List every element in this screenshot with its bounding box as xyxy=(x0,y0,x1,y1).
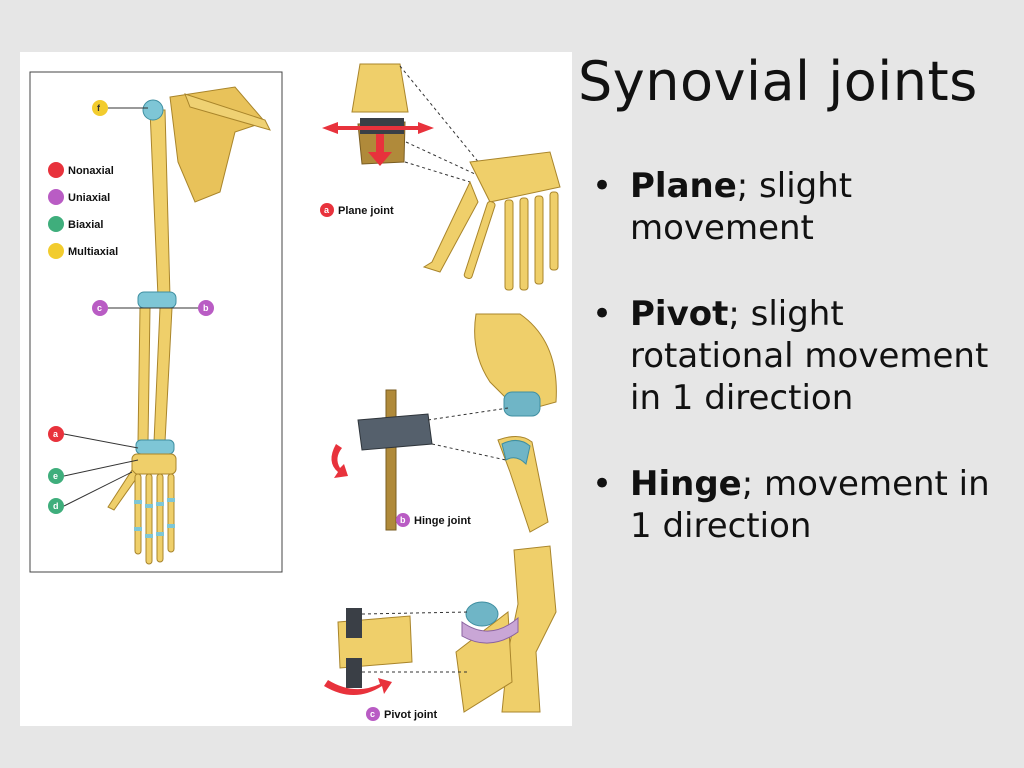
pivot-joint-panel: c Pivot joint xyxy=(324,545,557,721)
joint-illustration: Nonaxial Uniaxial Biaxial Multiaxial f c… xyxy=(29,63,561,721)
svg-text:b: b xyxy=(203,303,209,313)
bullet-pivot: • Pivot; slight rotational movement in 1 … xyxy=(592,293,1012,419)
legend-biaxial-label: Biaxial xyxy=(68,219,103,231)
radial-head xyxy=(465,601,499,627)
bullet-dot-icon: • xyxy=(592,294,613,334)
plane-joint-panel: a Plane joint xyxy=(320,63,561,291)
ulna-proximal xyxy=(497,436,549,533)
bullet-text: ; slight rotational movement in 1 direct… xyxy=(630,294,989,418)
plane-top-block xyxy=(351,63,409,113)
bullet-term: Hinge xyxy=(630,464,742,504)
bullet-term: Plane xyxy=(630,166,737,206)
svg-text:a: a xyxy=(324,205,330,215)
pivot-rotate-arrow xyxy=(324,678,392,695)
arm-markers xyxy=(63,107,200,507)
shoulder-joint xyxy=(142,99,164,121)
hand-bones xyxy=(107,453,177,565)
bullet-hinge: • Hinge; movement in 1 direction xyxy=(592,463,1012,547)
elbow-joint xyxy=(137,291,177,309)
clavicle xyxy=(184,93,271,131)
hinge-joint-panel: b Hinge joint xyxy=(331,313,557,533)
svg-text:c: c xyxy=(370,709,375,719)
svg-text:e: e xyxy=(53,471,58,481)
radius xyxy=(137,307,151,443)
humerus-distal xyxy=(474,313,557,413)
ulna-bone xyxy=(501,545,557,713)
pivot-model-peg-top xyxy=(346,608,362,638)
legend-multiaxial-dot xyxy=(48,243,64,259)
bullet-dot-icon: • xyxy=(592,464,613,504)
bullet-text: ; movement in 1 direction xyxy=(630,464,990,546)
svg-text:f: f xyxy=(97,103,101,113)
svg-text:d: d xyxy=(53,501,59,511)
legend-nonaxial-label: Nonaxial xyxy=(68,165,114,177)
plane-joint-caption: Plane joint xyxy=(338,205,394,217)
hinge-trochlea xyxy=(503,391,541,417)
bullet-term: Pivot xyxy=(630,294,729,334)
wrist-joint xyxy=(135,439,175,455)
plane-down-arrow xyxy=(368,134,392,166)
marker-b: b xyxy=(198,300,214,316)
legend-multiaxial-label: Multiaxial xyxy=(68,246,118,258)
pivot-joint-caption: Pivot joint xyxy=(384,709,438,721)
legend-uniaxial-label: Uniaxial xyxy=(68,192,110,204)
svg-text:c: c xyxy=(97,303,102,313)
legend-nonaxial-dot xyxy=(48,162,64,178)
axis-legend: Nonaxial Uniaxial Biaxial Multiaxial xyxy=(48,162,118,259)
hinge-rotate-arrow xyxy=(331,444,348,478)
svg-text:a: a xyxy=(53,429,59,439)
marker-a: a xyxy=(48,426,64,442)
plane-hand-bones xyxy=(422,151,561,291)
slide-title: Synovial joints xyxy=(578,50,978,113)
bullet-dot-icon: • xyxy=(592,166,613,206)
joint-figure: Nonaxial Uniaxial Biaxial Multiaxial f c… xyxy=(20,52,572,726)
hinge-model-post xyxy=(385,389,397,531)
bullet-text: ; slight movement xyxy=(630,166,853,248)
arm-skeleton xyxy=(107,86,271,565)
annular-ligament xyxy=(461,616,519,644)
marker-e: e xyxy=(48,468,64,484)
plane-glide-arrow xyxy=(322,122,434,134)
pivot-letter-badge: c xyxy=(366,707,380,721)
hinge-joint-caption: Hinge joint xyxy=(414,515,471,527)
legend-biaxial-dot xyxy=(48,216,64,232)
marker-d: d xyxy=(48,498,64,514)
hinge-trochlear-notch xyxy=(501,440,531,465)
marker-f: f xyxy=(92,100,108,116)
svg-text:b: b xyxy=(400,515,406,525)
bullet-plane: • Plane; slight movement xyxy=(592,165,1012,249)
marker-c: c xyxy=(92,300,108,316)
hinge-letter-badge: b xyxy=(396,513,410,527)
legend-uniaxial-dot xyxy=(48,189,64,205)
finger-joints xyxy=(134,498,175,538)
pivot-model-peg-bottom xyxy=(346,658,362,688)
hinge-model-cylinder xyxy=(357,413,433,451)
bullet-list: • Plane; slight movement • Pivot; slight r… xyxy=(592,165,1012,591)
plane-letter-badge: a xyxy=(320,203,334,217)
